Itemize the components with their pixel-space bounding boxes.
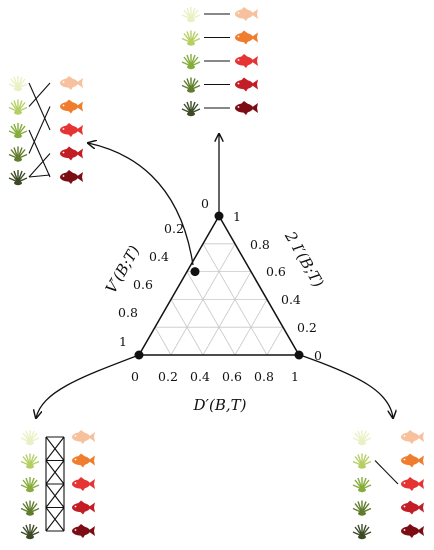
plant-icon (8, 75, 28, 92)
fish-icon (401, 453, 424, 468)
left-tick-1: 0.2 (164, 221, 184, 236)
highlight-point (190, 267, 200, 277)
fish-icon (60, 146, 83, 161)
plant-icon (20, 452, 40, 470)
right-tick-1: 0.8 (250, 237, 270, 252)
pairing-line (45, 507, 65, 532)
arrows (36, 134, 393, 418)
fish-icon (235, 30, 258, 45)
plant-icon (181, 29, 201, 47)
corner-label-top-right: 1 (233, 209, 241, 224)
plant-icon (8, 145, 28, 163)
arrow-to-bottom-right-panel (299, 354, 393, 418)
fish-icon (235, 7, 258, 21)
plant-icon (20, 429, 40, 446)
vertex-top (214, 211, 224, 221)
right-tick-4: 0.2 (297, 320, 317, 335)
ternary-grid (154, 243, 284, 356)
bottom-axis-label: D′(B,T) (193, 396, 247, 414)
fish-icon (401, 500, 424, 515)
arrow-to-bottom-left-panel (36, 354, 140, 418)
fish-icon (60, 99, 83, 114)
vertex-right (294, 350, 304, 360)
fish-icon (72, 430, 95, 444)
corner-label-left-top: 1 (119, 334, 127, 349)
plant-icon (352, 476, 372, 493)
pairing-line (28, 106, 51, 154)
arrow-to-left-panel (88, 143, 194, 266)
fish-icon (235, 77, 258, 92)
fish-icon (60, 123, 83, 137)
corner-label-right-bottom-left: 1 (291, 369, 299, 384)
plant-icon (352, 452, 372, 470)
fish-icon (401, 524, 424, 538)
right-tick-2: 0.6 (266, 264, 286, 279)
pairing-line (28, 174, 51, 178)
pairing-panel-bottom-left (20, 429, 95, 540)
plant-icon (352, 523, 372, 540)
pairing-line (45, 460, 65, 485)
plant-icon (181, 76, 201, 94)
grid-line (186, 271, 236, 356)
bottom-tick-3: 0.6 (222, 369, 242, 384)
plant-icon (352, 499, 372, 517)
corner-label-left-bottom: 0 (131, 369, 139, 384)
fish-icon (72, 500, 95, 515)
fish-icon (235, 101, 258, 115)
plant-icon (8, 98, 28, 116)
fish-icon (72, 477, 95, 491)
plant-icon (20, 499, 40, 517)
pairing-line (45, 483, 65, 508)
fish-icon (60, 170, 83, 184)
left-tick-4: 0.8 (118, 305, 138, 320)
right-axis-label: 2 I′(B;T) (281, 228, 328, 291)
bottom-tick-1: 0.2 (158, 369, 178, 384)
left-tick-2: 0.4 (149, 249, 169, 264)
pairing-panel-bottom-right (352, 429, 424, 540)
left-tick-3: 0.6 (133, 277, 153, 292)
plant-icon (8, 169, 28, 186)
plant-icon (181, 6, 201, 23)
grid-line (202, 271, 252, 356)
corner-label-top-left: 0 (201, 196, 209, 211)
ternary-plot: 0 1 1 0 1 0 0.2 0.4 0.6 0.8 0.8 0.6 0.4 … (102, 196, 328, 414)
fish-icon (401, 430, 424, 444)
fish-icon (60, 76, 83, 90)
triangle-outline (137, 214, 301, 356)
plant-icon (20, 476, 40, 493)
plant-icon (181, 100, 201, 117)
right-tick-3: 0.4 (281, 292, 301, 307)
fish-icon (72, 453, 95, 468)
plant-icon (20, 523, 40, 540)
pairing-line (28, 153, 51, 178)
pairing-line (374, 460, 399, 485)
grid-line (154, 327, 172, 356)
bottom-tick-2: 0.4 (190, 369, 210, 384)
plant-icon (8, 122, 28, 139)
pairing-line (45, 436, 65, 461)
pairing-panel-top (181, 6, 258, 117)
plant-icon (352, 429, 372, 446)
bottom-tick-4: 0.8 (254, 369, 274, 384)
pairing-line (28, 82, 51, 131)
fish-icon (401, 477, 424, 491)
fish-icon (72, 524, 95, 538)
corner-label-right-bottom-right: 0 (314, 348, 322, 363)
fish-icon (235, 54, 258, 68)
pairing-panel-left (8, 75, 83, 186)
plant-icon (181, 53, 201, 70)
pairing-line (28, 129, 51, 178)
pairing-line (28, 82, 51, 107)
grid-line (266, 327, 284, 356)
